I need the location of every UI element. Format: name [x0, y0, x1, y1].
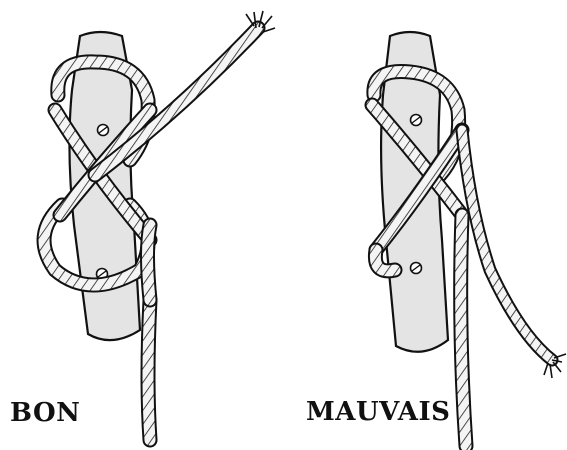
- screw-icon: [411, 115, 422, 126]
- bad-hitch-illustration: [372, 32, 566, 446]
- screw-icon: [411, 263, 422, 274]
- good-hitch-illustration: [44, 11, 275, 440]
- bad-label: MAUVAIS: [306, 397, 450, 427]
- good-label: BON: [10, 398, 80, 428]
- screw-icon: [98, 125, 109, 136]
